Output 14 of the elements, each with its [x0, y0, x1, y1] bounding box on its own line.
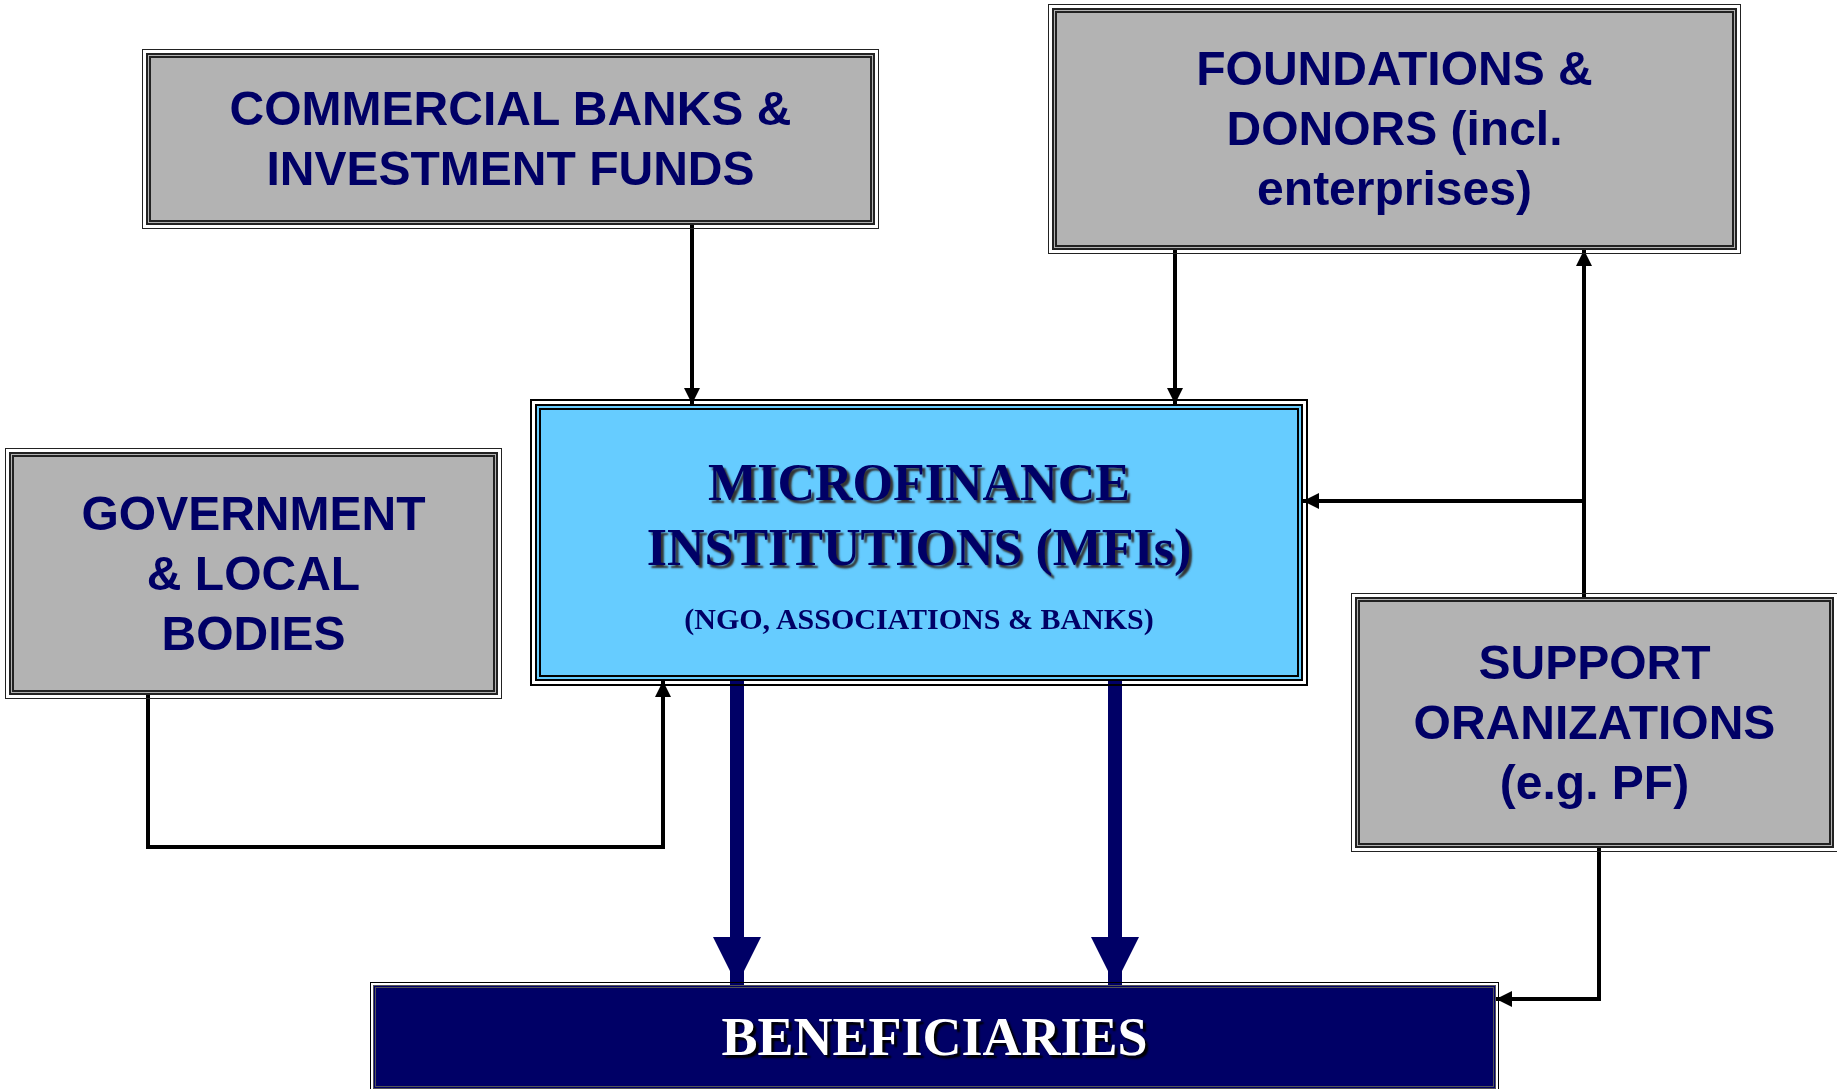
subtitle-text: (NGO, ASSOCIATIONS & BANKS) — [684, 601, 1154, 636]
node-label: BENEFICIARIES — [721, 1006, 1148, 1068]
arrow — [713, 681, 761, 985]
node-label: MICROFINANCE INSTITUTIONS (MFIs) — [645, 452, 1193, 578]
node-label: SUPPORT ORANIZATIONS (e.g. PF) — [1412, 634, 1777, 811]
arrow — [146, 681, 671, 849]
node-label: COMMERCIAL BANKS & INVESTMENT FUNDS — [228, 81, 793, 197]
arrow — [1167, 250, 1183, 404]
node-label: GOVERNMENT & LOCAL BODIES — [80, 485, 427, 662]
arrow — [1496, 848, 1601, 1007]
node-label: FOUNDATIONS & DONORS (incl. enterprises) — [1195, 41, 1594, 217]
beneficiaries-box — [373, 985, 1496, 1089]
arrow — [1091, 681, 1139, 985]
arrow — [684, 225, 700, 404]
